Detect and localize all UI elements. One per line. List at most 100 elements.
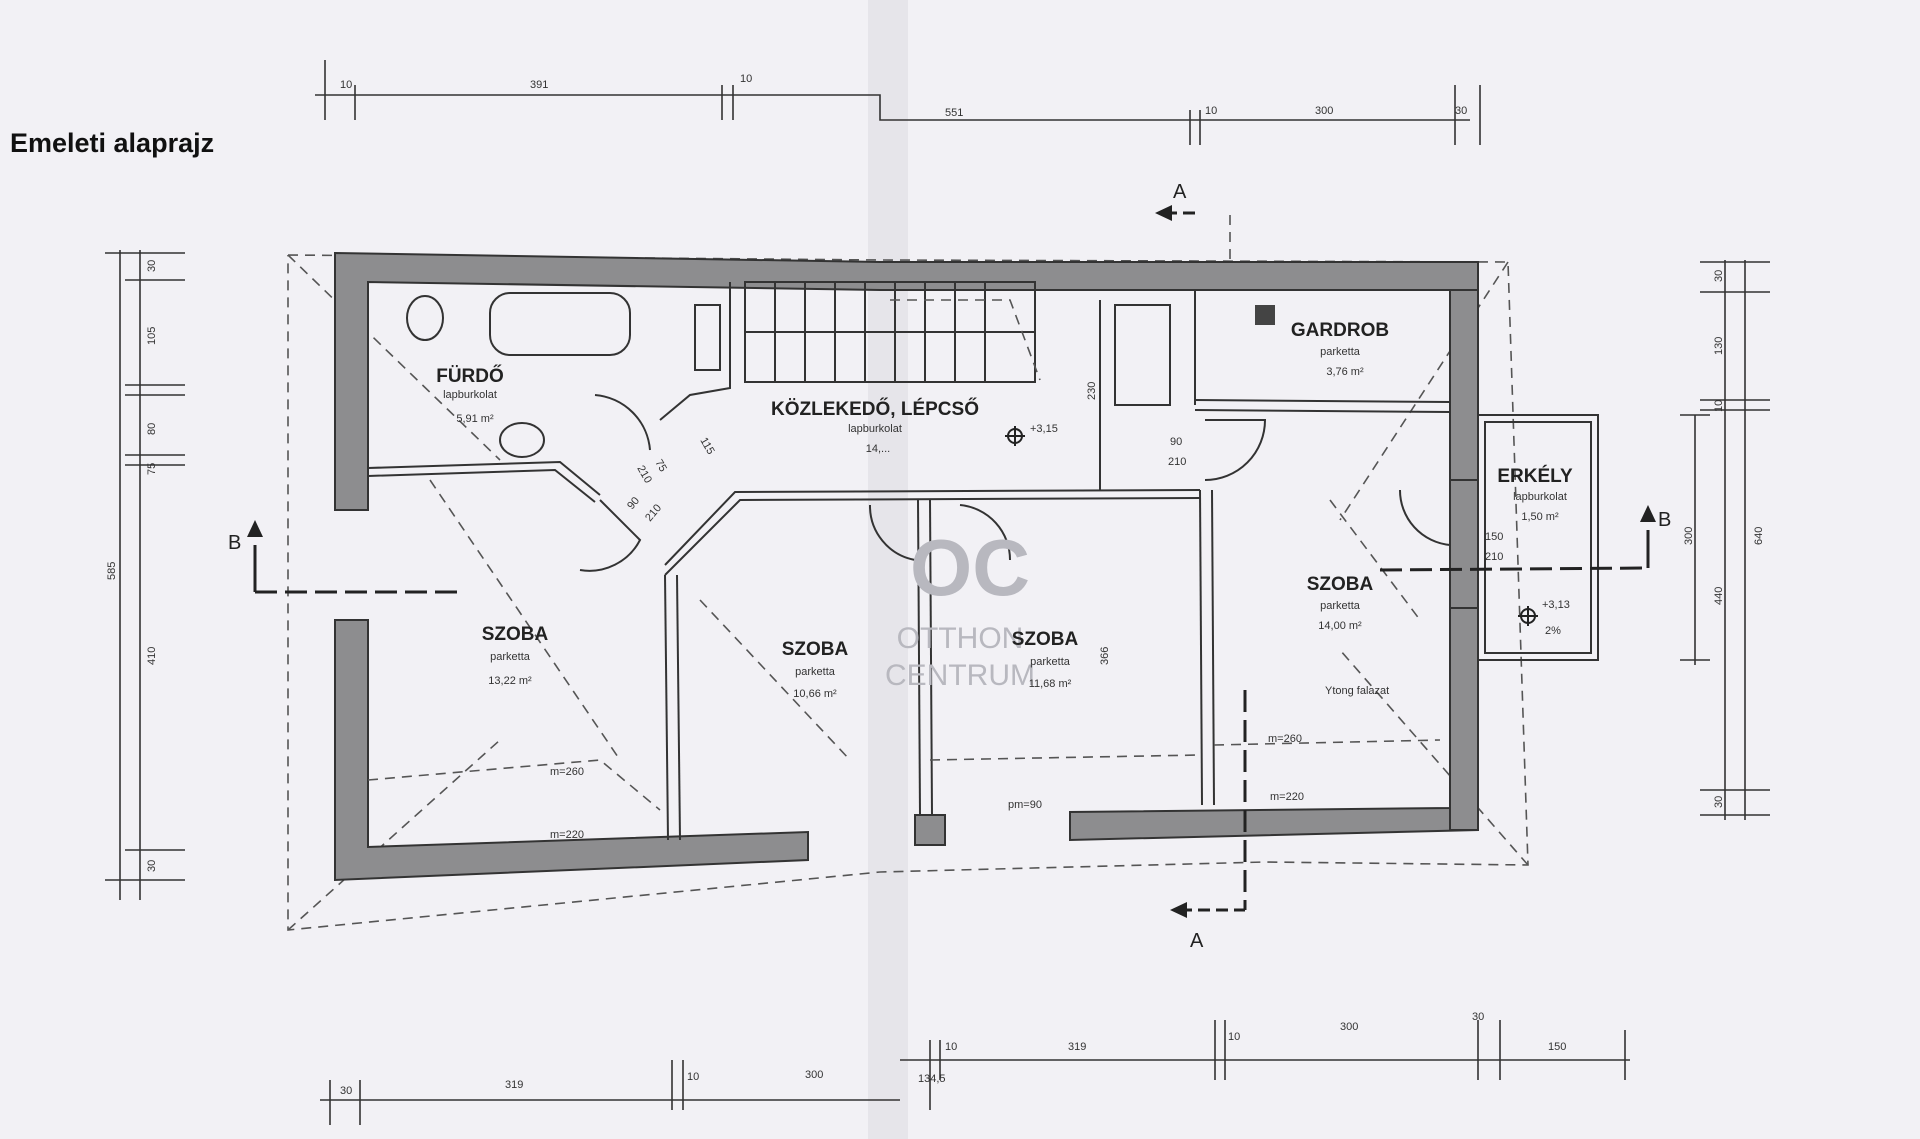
wall-room3-east: [1199, 489, 1203, 806]
dimension-label: 300: [1683, 527, 1695, 545]
door-label: 210: [643, 502, 664, 524]
section-line-b: [247, 505, 1656, 594]
door-label: 366: [1099, 647, 1111, 665]
dimension-label: 10: [1205, 105, 1217, 117]
door-label: 210: [634, 464, 654, 486]
room-area-furdo: 5,91 m²: [456, 413, 494, 425]
roof-slope-line: [429, 479, 621, 761]
room-floor-erkely: lapburkolat: [1513, 491, 1567, 503]
room-name-szoba4: SZOBA: [1307, 574, 1374, 595]
height-m220-a: m=220: [550, 829, 584, 841]
dimension-label: 10: [945, 1041, 957, 1053]
wall-bath-east: [659, 282, 731, 421]
watermark-logo: OC OTTHON CENTRUM: [885, 523, 1035, 692]
room-floor-szoba4: parketta: [1320, 600, 1361, 612]
room-name-furdo: FÜRDŐ: [436, 365, 504, 387]
dimension-label: 300: [1340, 1021, 1358, 1033]
wall-hall-south-b: [664, 489, 1201, 566]
wall-bath-south-b: [367, 468, 596, 503]
dimension-bottom: [320, 1020, 1630, 1125]
room-area-szoba1: 13,22 m²: [488, 675, 532, 687]
door-swing-icon: [594, 394, 651, 451]
dimension-label: 585: [106, 562, 118, 580]
roof-slope-line: [929, 754, 1201, 761]
room-floor-szoba2: parketta: [795, 666, 836, 678]
wall-room3-east-b: [1211, 489, 1215, 806]
dimension-label: 30: [1455, 105, 1467, 117]
room-area-szoba4: 14,00 m²: [1318, 620, 1362, 632]
height-m260-b: m=260: [1268, 733, 1302, 745]
room-area-szoba3: 11,68 m²: [1029, 678, 1072, 690]
dimension-label: 319: [1068, 1041, 1086, 1053]
dimension-left: [105, 250, 185, 900]
dimension-label: 10: [687, 1071, 699, 1083]
door-label: 210: [1485, 551, 1503, 563]
door-label: 75: [652, 458, 669, 475]
dimension-label: 80: [146, 423, 158, 435]
room-name-gardrob: GARDROB: [1291, 320, 1389, 341]
height-m260-a: m=260: [550, 766, 584, 778]
dimension-label: 130: [1713, 337, 1725, 355]
dimension-label: 440: [1713, 587, 1725, 605]
toilet-icon: [406, 295, 444, 341]
wall-east-upper: [1449, 289, 1479, 481]
room-area-kozlekedo: 14,...: [866, 443, 890, 455]
height-m220-b: m=220: [1270, 791, 1304, 803]
section-label-b-left: B: [228, 532, 241, 554]
wall-east-lower: [1449, 607, 1479, 831]
roof-ridge: [1339, 649, 1529, 866]
dimension-label: 300: [1315, 105, 1333, 117]
dimension-label: 10: [1713, 400, 1725, 412]
wall-gardrob-south: [1194, 399, 1451, 403]
wall-room1-east: [664, 574, 669, 841]
dimension-label: 10: [340, 79, 352, 91]
note-slope: 2%: [1545, 625, 1561, 637]
roof-ridge: [287, 254, 501, 461]
dimension-label: 30: [1713, 270, 1725, 282]
wall-pier: [914, 814, 946, 846]
dimension-label: 30: [1713, 796, 1725, 808]
section-line-a: [1155, 205, 1247, 918]
roof-slope-line: [1213, 739, 1441, 746]
door-swing-icon: [579, 499, 642, 572]
dimension-label: 30: [1472, 1011, 1484, 1023]
wall-room2-east-b: [929, 499, 933, 816]
room-name-erkely: ERKÉLY: [1497, 465, 1573, 487]
section-label-b-right: B: [1658, 509, 1671, 531]
note-ytong: Ytong falazat: [1325, 685, 1389, 697]
wall-room2-east: [917, 499, 921, 816]
height-pm90: pm=90: [1008, 799, 1042, 811]
washing-machine-icon: [694, 304, 721, 371]
svg-text:OTTHON: OTTHON: [897, 622, 1024, 655]
dimension-label: 150: [1548, 1041, 1566, 1053]
page-title: Emeleti alaprajz: [10, 128, 215, 158]
level-balcony: +3,13: [1542, 599, 1570, 611]
room-name-szoba1: SZOBA: [482, 624, 549, 645]
level-marker-icon: [1005, 426, 1025, 446]
roof-ridge: [1339, 261, 1509, 521]
balcony-outline: [1477, 414, 1599, 661]
wall-bath-south: [367, 460, 601, 496]
room-area-gardrob: 3,76 m²: [1326, 366, 1364, 378]
door-swing-icon: [868, 504, 916, 561]
wardrobe-unit-icon: [1114, 304, 1171, 406]
wall-west-south: [334, 619, 809, 882]
balcony-outline-inner: [1484, 421, 1592, 654]
roof-outline: [287, 254, 1529, 931]
dimension-label: 391: [530, 79, 548, 91]
room-area-szoba2: 10,66 m²: [793, 688, 837, 700]
door-swing-icon: [1204, 419, 1267, 481]
door-label: 90: [1170, 436, 1182, 448]
room-floor-gardrob: parketta: [1320, 346, 1361, 358]
room-name-szoba2: SZOBA: [782, 639, 849, 660]
chimney-icon: [1255, 305, 1275, 325]
door-label: 115: [697, 436, 716, 457]
washbasin-icon: [499, 422, 545, 458]
page-fold: [868, 0, 908, 1139]
dimension-label: 551: [945, 107, 963, 119]
door-label: 150: [1485, 531, 1503, 543]
level-marker-icon: [1518, 606, 1538, 626]
dimension-label: 640: [1753, 527, 1765, 545]
door-label: 210: [1168, 456, 1186, 468]
